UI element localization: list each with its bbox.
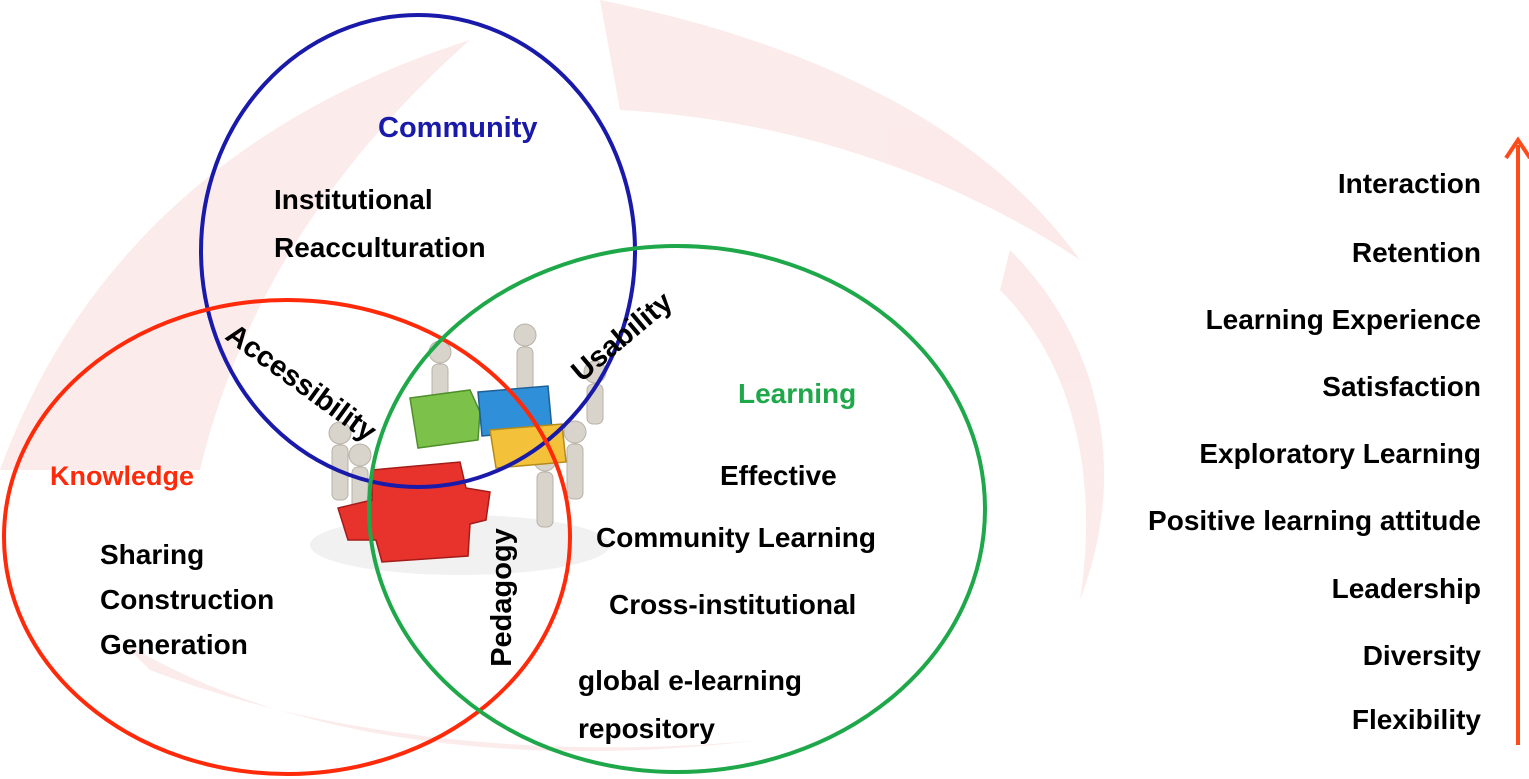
puzzle-team-icon bbox=[310, 323, 610, 575]
learning-line-3: Cross-institutional bbox=[609, 589, 857, 620]
community-circle bbox=[199, 13, 637, 489]
outcome-flexibility: Flexibility bbox=[1351, 704, 1481, 735]
learning-line-5: repository bbox=[578, 713, 715, 744]
learning-line-1: Effective bbox=[720, 460, 837, 491]
learning-line-2: Community Learning bbox=[596, 522, 877, 553]
learning-circle bbox=[367, 244, 987, 774]
knowledge-circle bbox=[2, 298, 572, 776]
outcome-arrow bbox=[1504, 136, 1529, 745]
outcome-exploratory-learning: Exploratory Learning bbox=[1199, 438, 1481, 469]
knowledge-title: Knowledge bbox=[50, 461, 195, 491]
pedagogy-label: Pedagogy bbox=[485, 528, 518, 667]
outcome-satisfaction: Satisfaction bbox=[1322, 371, 1481, 402]
outcome-interaction: Interaction bbox=[1337, 168, 1481, 199]
outcome-retention: Retention bbox=[1351, 237, 1481, 268]
knowledge-line-3: Generation bbox=[100, 629, 248, 660]
outcome-learning-experience: Learning Experience bbox=[1205, 304, 1481, 335]
community-title: Community bbox=[378, 112, 538, 144]
outcome-positive-learning-attitude: Positive learning attitude bbox=[1148, 505, 1481, 536]
learning-line-4: global e-learning bbox=[578, 665, 803, 696]
learning-title: Learning bbox=[738, 378, 857, 409]
community-line-2: Reacculturation bbox=[274, 232, 486, 263]
outcome-leadership: Leadership bbox=[1331, 573, 1481, 604]
knowledge-line-1: Sharing bbox=[100, 539, 205, 570]
knowledge-line-2: Construction bbox=[100, 584, 275, 615]
community-line-1: Institutional bbox=[274, 184, 433, 215]
outcome-diversity: Diversity bbox=[1362, 640, 1481, 671]
background-swoosh bbox=[0, 0, 1105, 752]
